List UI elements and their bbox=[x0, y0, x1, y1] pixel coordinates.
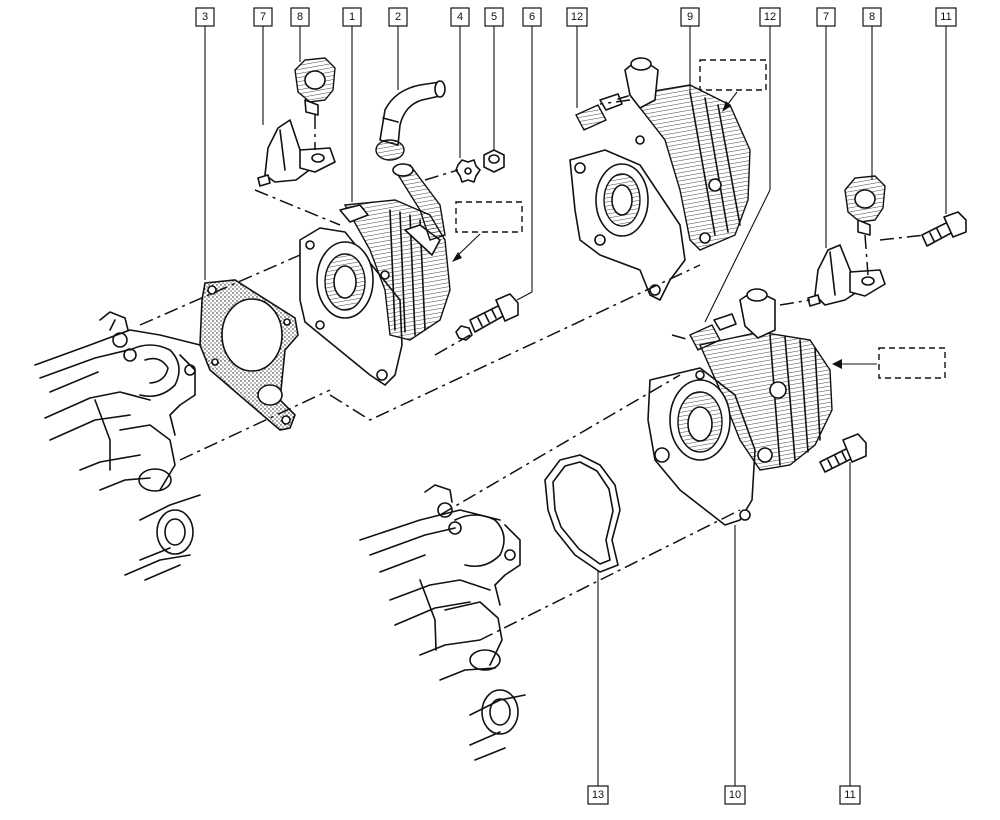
clip-upper bbox=[294, 57, 336, 116]
svg-text:12: 12 bbox=[764, 11, 776, 23]
filter-cap-lower bbox=[689, 313, 737, 351]
svg-text:7: 7 bbox=[823, 11, 829, 23]
bracket-right bbox=[807, 244, 886, 307]
callout-8: 8 bbox=[290, 7, 310, 27]
callout-4: 4 bbox=[450, 7, 470, 27]
callout-12: 12 bbox=[566, 7, 588, 27]
callout-3: 3 bbox=[195, 7, 215, 27]
svg-text:11: 11 bbox=[844, 789, 855, 801]
callout-13: 13 bbox=[587, 785, 609, 805]
callout-leaders bbox=[204, 26, 947, 786]
bolt-upper bbox=[455, 293, 519, 341]
callout-12b: 12 bbox=[759, 7, 781, 27]
callouts-bottom: 13 10 11 bbox=[587, 785, 861, 805]
svg-text:12: 12 bbox=[571, 11, 583, 23]
callout-8b: 8 bbox=[862, 7, 882, 27]
svg-text:8: 8 bbox=[297, 11, 303, 23]
svg-text:3: 3 bbox=[202, 11, 208, 23]
svg-text:4: 4 bbox=[457, 11, 463, 23]
reference-boxes bbox=[452, 59, 946, 379]
callout-6: 6 bbox=[522, 7, 542, 27]
callout-11b: 11 bbox=[839, 785, 861, 805]
callout-10: 10 bbox=[724, 785, 746, 805]
star-washer-upper bbox=[455, 159, 481, 183]
svg-text:8: 8 bbox=[869, 11, 875, 23]
filter-cap-upper bbox=[575, 93, 629, 131]
gasket-lower bbox=[544, 454, 621, 573]
engine-block-upper bbox=[34, 311, 201, 581]
svg-text:2: 2 bbox=[395, 11, 401, 23]
vacuum-pump-lower bbox=[647, 288, 833, 526]
clip-right bbox=[844, 175, 886, 236]
gasket-upper bbox=[199, 279, 299, 431]
callout-7: 7 bbox=[253, 7, 273, 27]
callout-2: 2 bbox=[388, 7, 408, 27]
callouts-top: 3 7 8 1 2 4 5 6 12 9 12 7 8 11 bbox=[195, 7, 957, 27]
svg-text:10: 10 bbox=[729, 789, 741, 801]
nut-upper bbox=[483, 149, 505, 173]
vacuum-pump-alt bbox=[569, 57, 751, 301]
engine-block-lower bbox=[359, 484, 526, 761]
callout-1: 1 bbox=[342, 7, 362, 27]
svg-text:1: 1 bbox=[349, 11, 355, 23]
svg-text:13: 13 bbox=[592, 789, 604, 801]
bolt-top-right bbox=[921, 211, 967, 247]
callout-7b: 7 bbox=[816, 7, 836, 27]
alignment-lines bbox=[139, 99, 926, 641]
svg-text:7: 7 bbox=[260, 11, 266, 23]
vacuum-hose bbox=[375, 80, 446, 161]
bracket-upper bbox=[257, 119, 336, 187]
svg-text:11: 11 bbox=[940, 11, 951, 23]
svg-text:9: 9 bbox=[687, 11, 693, 23]
vacuum-pump-upper bbox=[299, 163, 451, 386]
callout-9: 9 bbox=[680, 7, 700, 27]
callout-11: 11 bbox=[935, 7, 957, 27]
svg-text:6: 6 bbox=[529, 11, 535, 23]
svg-text:5: 5 bbox=[491, 11, 497, 23]
callout-5: 5 bbox=[484, 7, 504, 27]
bolt-lower bbox=[819, 433, 867, 473]
